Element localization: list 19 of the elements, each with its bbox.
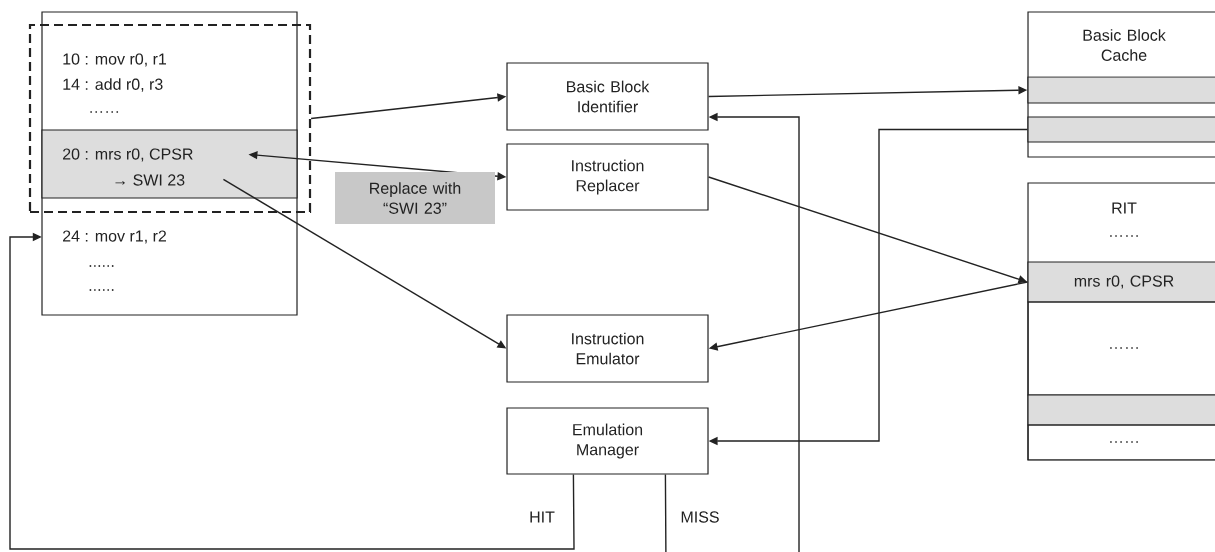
arrow [9,232,575,550]
cache-table: Basic Block Cache [1027,11,1215,158]
edge-label: MISS [678,509,722,525]
cache-entry [1027,116,1215,143]
table-row [1027,394,1215,426]
table-row: mrs r0, CPSR [1027,261,1215,303]
replace-note: Replace with “SWI 23” [335,172,495,224]
code-rows: 10 : mov r0, r1 14 : add r0, r3 …… [63,53,166,113]
code-rows: 24 : mov r1, r2 ...... ...... [63,230,166,291]
table-row: …… [1027,424,1215,461]
process-box: Instruction Emulator [506,314,709,383]
process-box: Basic Block Identifier [506,62,709,131]
edge-label: HIT [527,509,557,525]
cache-entry [1027,76,1215,104]
code-row: 20 : mrs r0, CPSR → SWI 23 [41,129,298,199]
table-row: …… [1027,301,1215,396]
process-box: Emulation Manager [506,407,709,475]
basic-block-outline [28,23,312,214]
process-box: Instruction Replacer [506,143,709,211]
